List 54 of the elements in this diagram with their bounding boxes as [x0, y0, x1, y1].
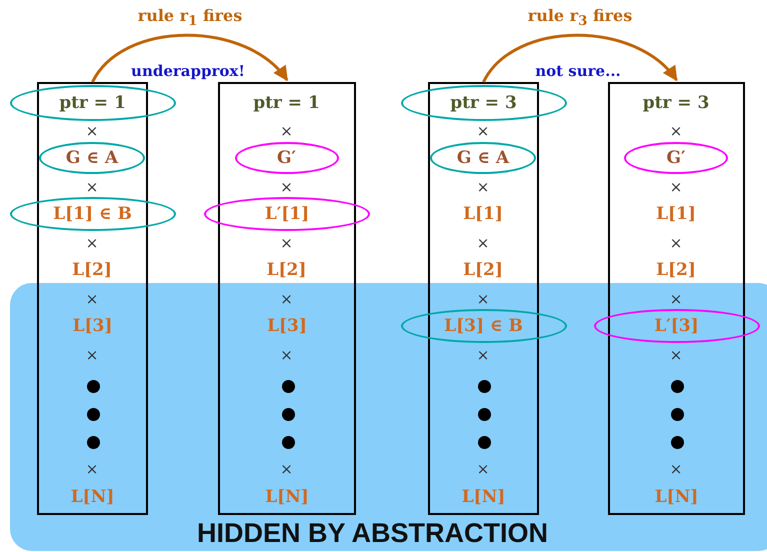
- math-label: L[N]: [462, 484, 506, 510]
- note-text: not sure...: [535, 62, 621, 80]
- math-label: L[N]: [265, 484, 309, 510]
- ellipse-marker: G′: [624, 142, 728, 174]
- separator-symbol: ×: [668, 460, 684, 476]
- separator-symbol: ×: [84, 234, 100, 250]
- math-label: L[N]: [654, 484, 698, 510]
- math-label: L[2]: [656, 256, 696, 282]
- math-label: L[N]: [70, 484, 114, 510]
- separator-symbol: ×: [279, 346, 294, 362]
- ellipse-marker: G ∈ A: [430, 142, 536, 174]
- separator-symbol: ×: [476, 178, 490, 194]
- memory-column: [37, 82, 148, 515]
- math-label: L[2]: [266, 256, 306, 282]
- math-label: L[3]: [267, 313, 307, 339]
- ellipse-marker: ptr = 3: [400, 85, 566, 121]
- separator-symbol: ×: [279, 290, 294, 306]
- separator-symbol: ×: [668, 346, 684, 362]
- separator-symbol: ×: [476, 290, 490, 306]
- math-label: L[2]: [72, 256, 112, 282]
- math-label: L[1]: [463, 200, 503, 226]
- separator-symbol: ×: [84, 346, 100, 362]
- memory-column: [218, 82, 356, 515]
- separator-symbol: ×: [668, 178, 684, 194]
- separator-symbol: ×: [668, 234, 684, 250]
- separator-symbol: ×: [84, 122, 100, 138]
- separator-symbol: ×: [668, 122, 684, 138]
- memory-column: [608, 82, 745, 515]
- math-label: L[1]: [656, 200, 696, 226]
- separator-symbol: ×: [668, 290, 684, 306]
- ellipse-marker: ptr = 1: [10, 85, 176, 121]
- curved-arrow: [482, 34, 678, 83]
- separator-symbol: ×: [476, 460, 490, 476]
- curved-arrow: [91, 34, 288, 83]
- memory-column: [428, 82, 539, 515]
- math-label: ptr = 1: [253, 90, 320, 116]
- separator-symbol: ×: [279, 122, 294, 138]
- separator-symbol: ×: [476, 234, 490, 250]
- note-text: underapprox!: [131, 62, 245, 80]
- separator-symbol: ×: [84, 290, 100, 306]
- ellipse-marker: G′: [234, 142, 338, 174]
- separator-symbol: ×: [84, 460, 100, 476]
- separator-symbol: ×: [279, 234, 294, 250]
- separator-symbol: ×: [279, 460, 294, 476]
- ellipse-marker: L′[1]: [204, 197, 370, 231]
- math-label: L[3]: [72, 313, 112, 339]
- separator-symbol: ×: [84, 178, 100, 194]
- math-label: L[2]: [463, 256, 503, 282]
- separator-symbol: ×: [476, 122, 490, 138]
- math-label: ptr = 3: [642, 90, 710, 116]
- ellipse-marker: G ∈ A: [39, 142, 145, 174]
- separator-symbol: ×: [279, 178, 294, 194]
- separator-symbol: ×: [476, 346, 490, 362]
- ellipse-marker: L[1] ∈ B: [10, 197, 176, 231]
